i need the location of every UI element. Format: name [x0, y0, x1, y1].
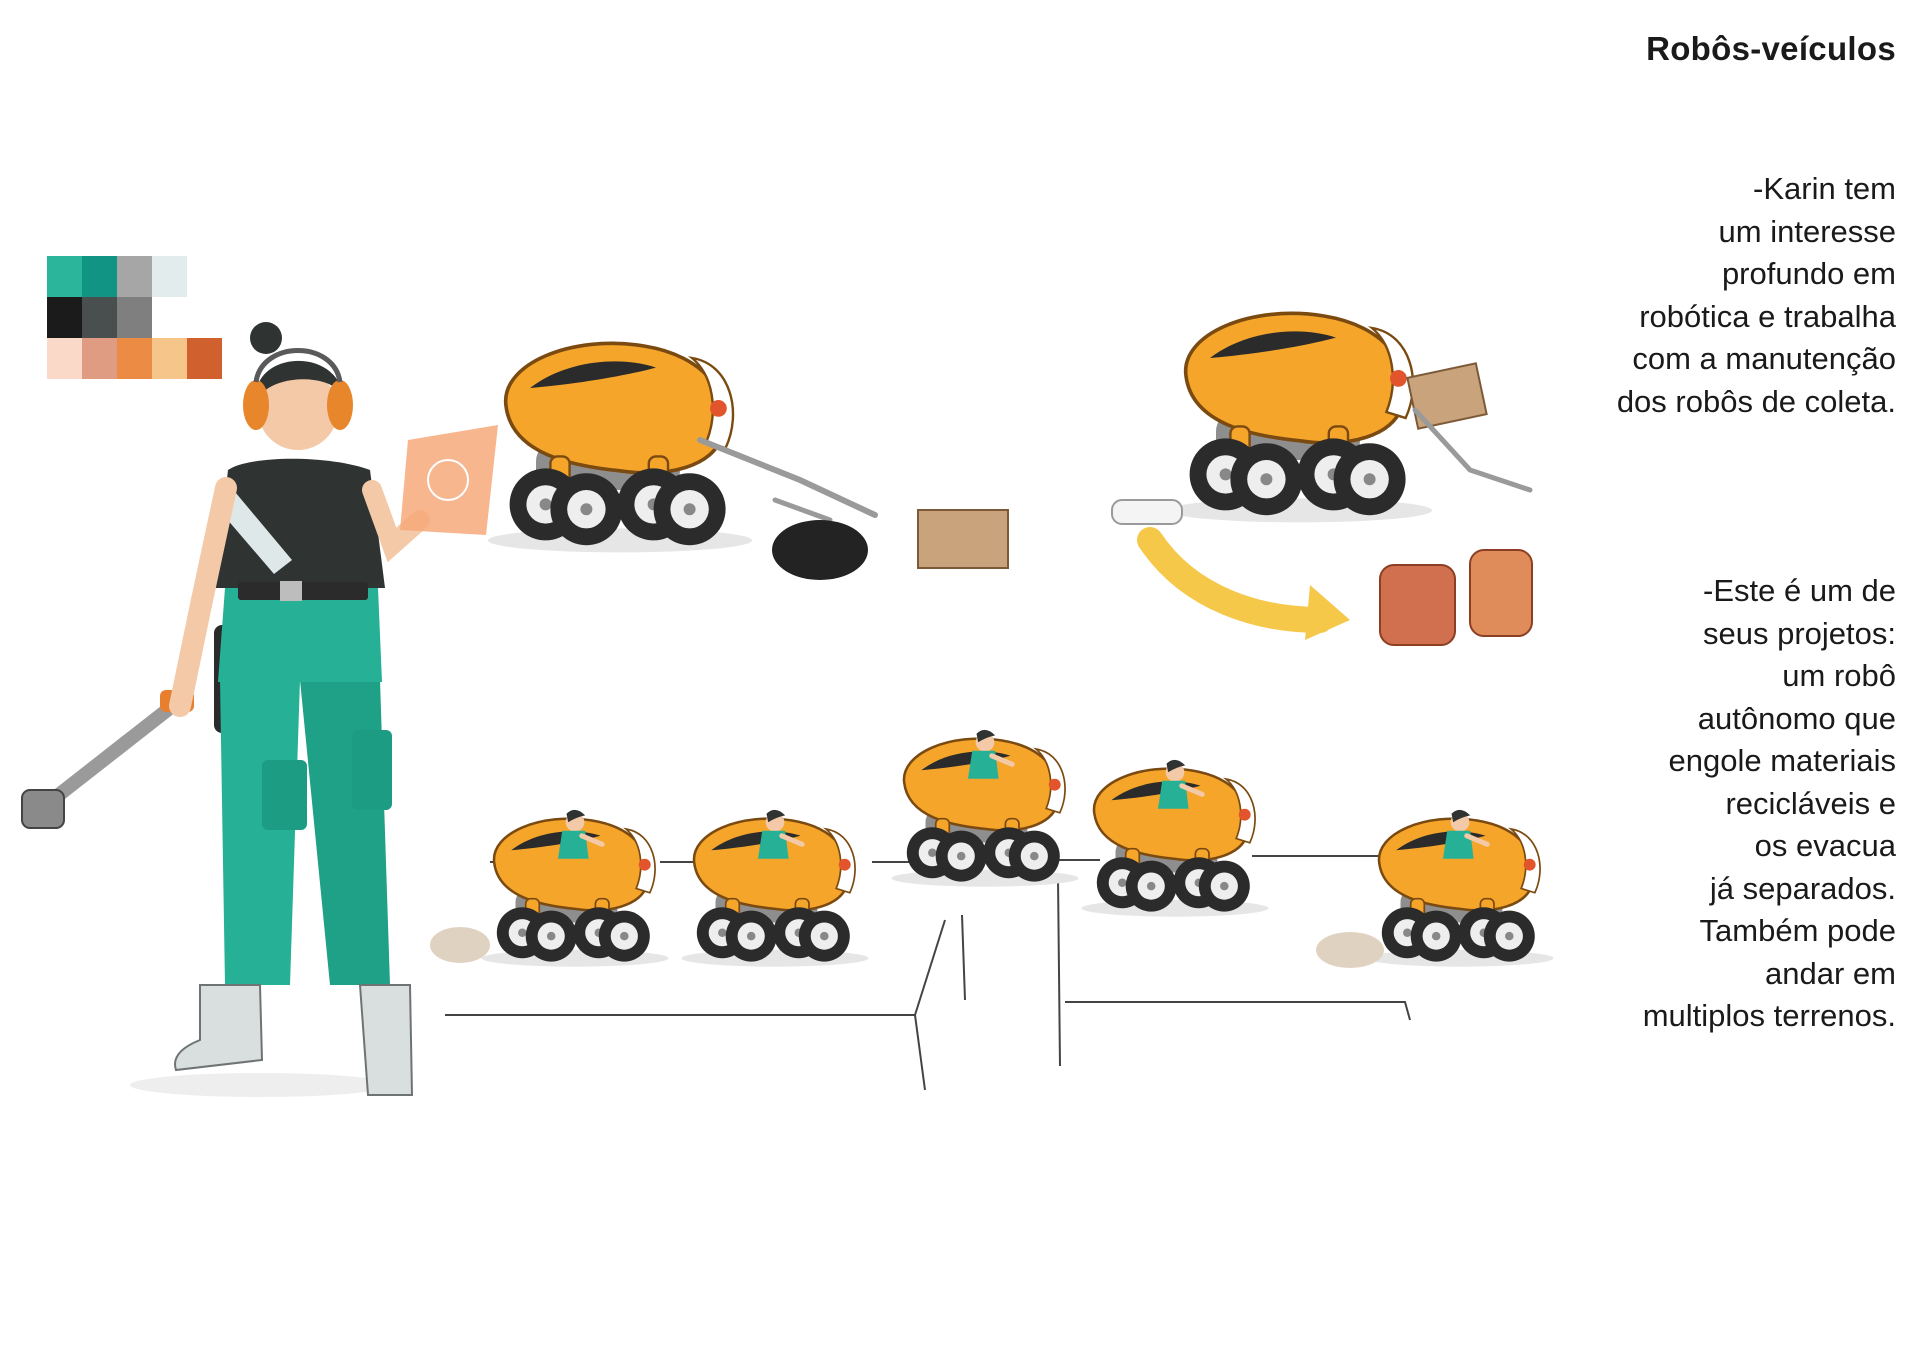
dust-cloud	[430, 927, 490, 963]
arrow-icon	[1137, 527, 1333, 633]
description-line: Também pode	[1699, 913, 1896, 948]
description-project: -Este é um de seus projetos: um robô aut…	[1643, 570, 1896, 1038]
karin-character	[21, 322, 498, 1097]
color-swatch	[117, 297, 152, 338]
description-line: um robô	[1782, 658, 1896, 693]
robot-rider	[1082, 760, 1269, 917]
description-line: autônomo que	[1697, 700, 1896, 736]
trash-bag	[772, 520, 868, 580]
color-swatch	[117, 256, 152, 297]
robot-rider	[892, 730, 1079, 887]
description-line: os evacua	[1754, 828, 1896, 863]
color-swatch	[152, 338, 187, 379]
description-line: multiplos terrenos.	[1642, 998, 1896, 1033]
robot-separating-materials	[1111, 313, 1533, 646]
color-swatch	[152, 256, 187, 297]
palette-row	[47, 256, 222, 297]
description-line: profundo em	[1721, 256, 1896, 291]
robot-rider	[482, 810, 669, 967]
recyclable-bundle	[1379, 564, 1456, 646]
color-swatch	[82, 256, 117, 297]
palette-row	[47, 297, 222, 338]
cardboard-box	[917, 509, 1009, 569]
description-line: dos robôs de coleta.	[1616, 383, 1896, 419]
page-title: Robôs-veículos	[1646, 30, 1896, 67]
dust-cloud	[1316, 932, 1384, 968]
description-line: engole materiais	[1668, 743, 1896, 778]
color-swatch	[82, 297, 117, 338]
description-line: um interesse	[1718, 213, 1896, 249]
terrain-sequence	[430, 730, 1554, 968]
robot-rider	[682, 810, 869, 967]
description-line: com a manutenção	[1632, 341, 1896, 376]
color-swatch	[47, 338, 82, 379]
color-swatch	[117, 338, 152, 379]
recyclable-bundle	[1469, 549, 1533, 637]
palette-row	[47, 338, 222, 379]
description-line: -Karin tem	[1753, 171, 1896, 206]
color-swatch	[47, 297, 82, 338]
color-palette	[47, 256, 222, 379]
description-line: andar em	[1765, 955, 1896, 991]
color-swatch	[187, 338, 222, 379]
color-swatch	[47, 256, 82, 297]
description-line: seus projetos:	[1703, 615, 1896, 651]
robot-collecting-trash	[488, 343, 1009, 580]
robot-rider	[1367, 810, 1554, 967]
description-line: robótica e trabalha	[1639, 298, 1896, 334]
description-line: recicláveis e	[1725, 785, 1896, 821]
description-line: já separados.	[1709, 870, 1896, 906]
bottle	[1111, 499, 1183, 525]
color-swatch	[82, 338, 117, 379]
description-line: -Este é um de	[1703, 573, 1896, 608]
description-karin: -Karin tem um interesse profundo em robó…	[1617, 168, 1896, 423]
